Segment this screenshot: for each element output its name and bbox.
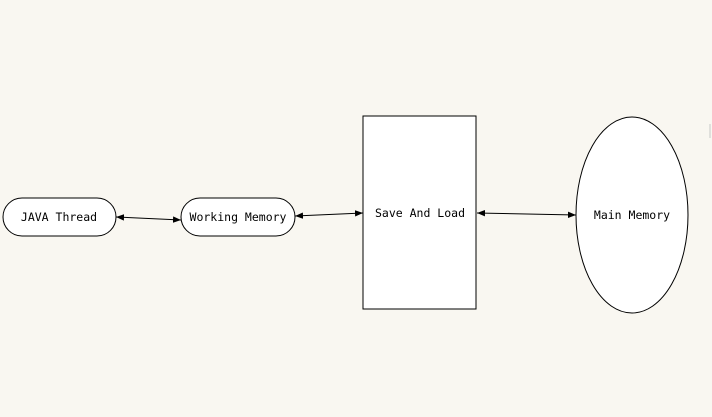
- node-working-memory-shape: [180, 197, 296, 237]
- node-save-and-load-label: Save And Load: [375, 206, 465, 220]
- node-main-memory-shape: [575, 116, 689, 314]
- node-working-memory-label: Working Memory: [190, 210, 287, 224]
- node-java-thread-shape: [2, 197, 117, 237]
- node-working-memory[interactable]: Working Memory: [180, 197, 296, 237]
- node-save-and-load[interactable]: Save And Load: [362, 115, 477, 310]
- node-main-memory[interactable]: Main Memory: [575, 116, 689, 314]
- edge-save-and-load-main-memory: [476, 209, 577, 219]
- node-java-thread-label: JAVA Thread: [21, 210, 97, 224]
- edge-working-memory-save-and-load: [294, 210, 364, 219]
- edge-java-thread-working-memory: [115, 214, 182, 223]
- node-java-thread[interactable]: JAVA Thread: [2, 197, 117, 237]
- node-main-memory-label: Main Memory: [594, 208, 670, 222]
- node-save-and-load-shape: [362, 115, 477, 310]
